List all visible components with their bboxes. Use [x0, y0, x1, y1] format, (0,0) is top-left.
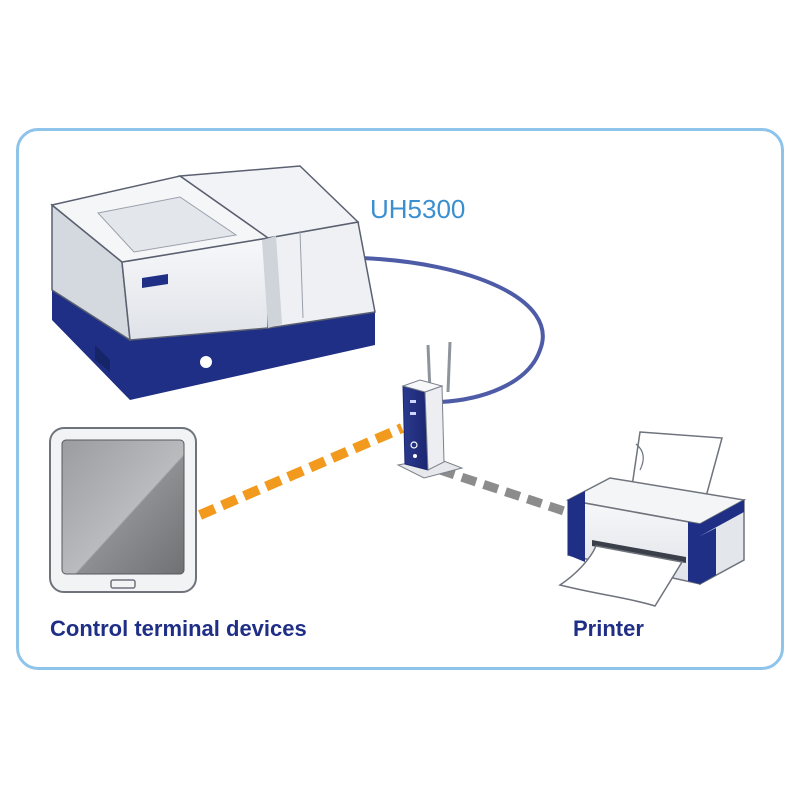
printer-illustration: [558, 431, 747, 607]
printer-link: [438, 465, 572, 518]
instrument-label: UH5300: [370, 194, 465, 224]
terminal-caption: Control terminal devices: [50, 616, 307, 641]
instrument-cable: [358, 256, 545, 404]
uh5300-instrument-illustration: [50, 165, 376, 400]
tablet-illustration: [49, 427, 197, 593]
wireless-router-illustration: [396, 341, 464, 479]
printer-caption: Printer: [573, 616, 644, 641]
wireless-link: [198, 423, 404, 520]
